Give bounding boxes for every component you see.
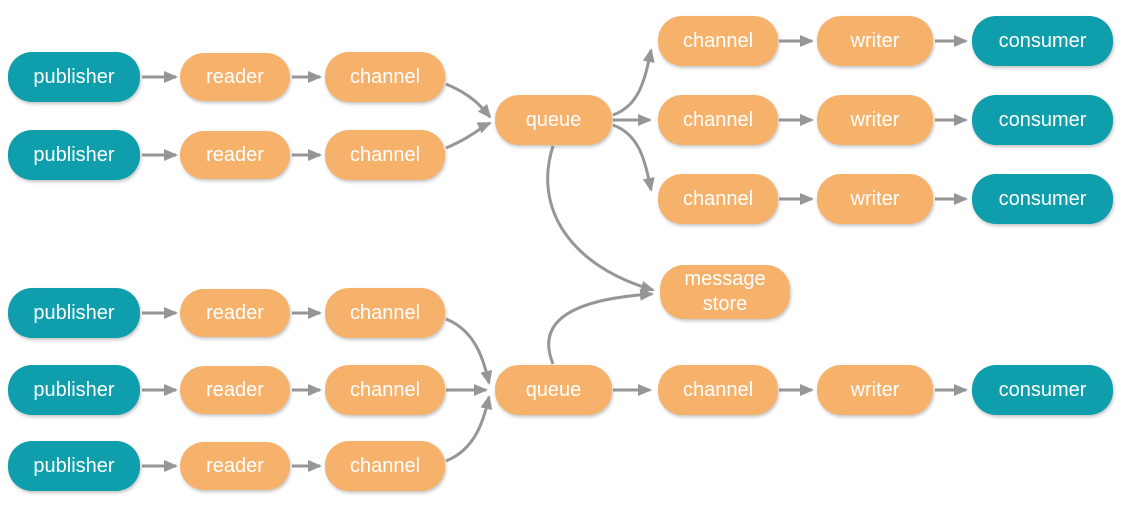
node-channel: channel (325, 441, 445, 491)
node-reader: reader (180, 289, 290, 337)
node-queue: queue (495, 365, 612, 415)
node-channel: channel (658, 365, 778, 415)
node-channel: channel (658, 174, 778, 224)
node-publisher: publisher (8, 52, 140, 102)
edge-channel-bottom-3-queue (445, 395, 493, 463)
node-channel: channel (325, 365, 445, 415)
edge-queue-top-channel-3 (612, 123, 655, 192)
edge-channel-bottom-1-queue (445, 317, 493, 385)
node-channel: channel (658, 16, 778, 66)
edge-queue-bottom-message-store (547, 288, 654, 365)
edge-queue-top-channel-1 (612, 48, 655, 117)
node-writer: writer (817, 174, 933, 224)
node-writer: writer (817, 365, 933, 415)
node-reader: reader (180, 53, 290, 101)
node-queue: queue (495, 95, 612, 145)
node-reader: reader (180, 442, 290, 490)
node-reader: reader (180, 131, 290, 179)
edge-channel-top-1-queue (445, 82, 492, 119)
node-consumer: consumer (972, 95, 1113, 145)
node-channel: channel (325, 288, 445, 338)
node-reader: reader (180, 366, 290, 414)
node-publisher: publisher (8, 441, 140, 491)
edge-queue-top-message-store (546, 145, 655, 293)
node-consumer: consumer (972, 174, 1113, 224)
node-writer: writer (817, 95, 933, 145)
node-message-store: message store (660, 265, 790, 319)
node-writer: writer (817, 16, 933, 66)
node-consumer: consumer (972, 365, 1113, 415)
node-channel: channel (325, 130, 445, 180)
node-consumer: consumer (972, 16, 1113, 66)
node-channel: channel (325, 52, 445, 102)
node-publisher: publisher (8, 365, 140, 415)
node-channel: channel (658, 95, 778, 145)
edge-channel-top-2-queue (445, 121, 492, 150)
node-publisher: publisher (8, 130, 140, 180)
node-publisher: publisher (8, 288, 140, 338)
